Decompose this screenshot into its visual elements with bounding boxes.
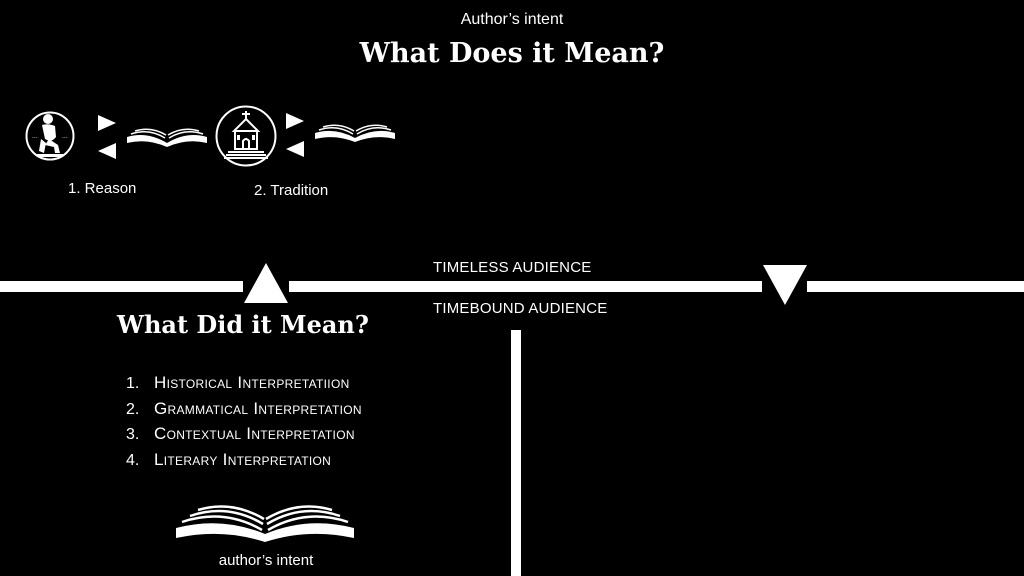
divider-line-right bbox=[807, 281, 1024, 292]
list-item: 3.Contextual Interpretation bbox=[126, 424, 355, 443]
title-what-did-it-mean: What Did it Mean? bbox=[117, 310, 369, 339]
divider-line-left bbox=[0, 281, 243, 292]
vertical-divider bbox=[511, 330, 521, 576]
title-what-does-it-mean: What Does it Mean? bbox=[359, 38, 665, 69]
subtitle-author-intent: Author’s intent bbox=[460, 11, 564, 28]
list-item: 2.Grammatical Interpretation bbox=[126, 398, 362, 418]
open-book-icon-1 bbox=[127, 128, 207, 147]
exchange-arrows-icon-2 bbox=[286, 113, 304, 157]
divider-line-middle bbox=[289, 281, 762, 292]
interpretation-list: 1.Historical Interpretatiion 2.Grammatic… bbox=[126, 370, 362, 472]
svg-text:...: ... bbox=[62, 133, 68, 140]
triangle-down-icon bbox=[763, 265, 807, 305]
church-icon bbox=[215, 105, 277, 167]
step-label-reason: 1. Reason bbox=[68, 180, 137, 197]
step-label-tradition: 2. Tradition bbox=[254, 182, 329, 199]
thinker-icon: ... ... bbox=[25, 111, 75, 161]
list-item: 4.Literary Interpretation bbox=[126, 449, 332, 469]
author-intent-label: author’s intent bbox=[218, 552, 314, 569]
svg-text:...: ... bbox=[32, 133, 38, 140]
open-book-icon-2 bbox=[315, 124, 395, 142]
exchange-arrows-icon-1 bbox=[98, 115, 116, 159]
open-book-icon-large bbox=[176, 505, 354, 542]
list-item: 1.Historical Interpretatiion bbox=[126, 373, 350, 392]
timebound-audience-label: TIMEBOUND AUDIENCE bbox=[433, 300, 608, 317]
triangle-up-icon bbox=[244, 263, 288, 303]
timeless-audience-label: TIMELESS AUDIENCE bbox=[433, 259, 592, 276]
